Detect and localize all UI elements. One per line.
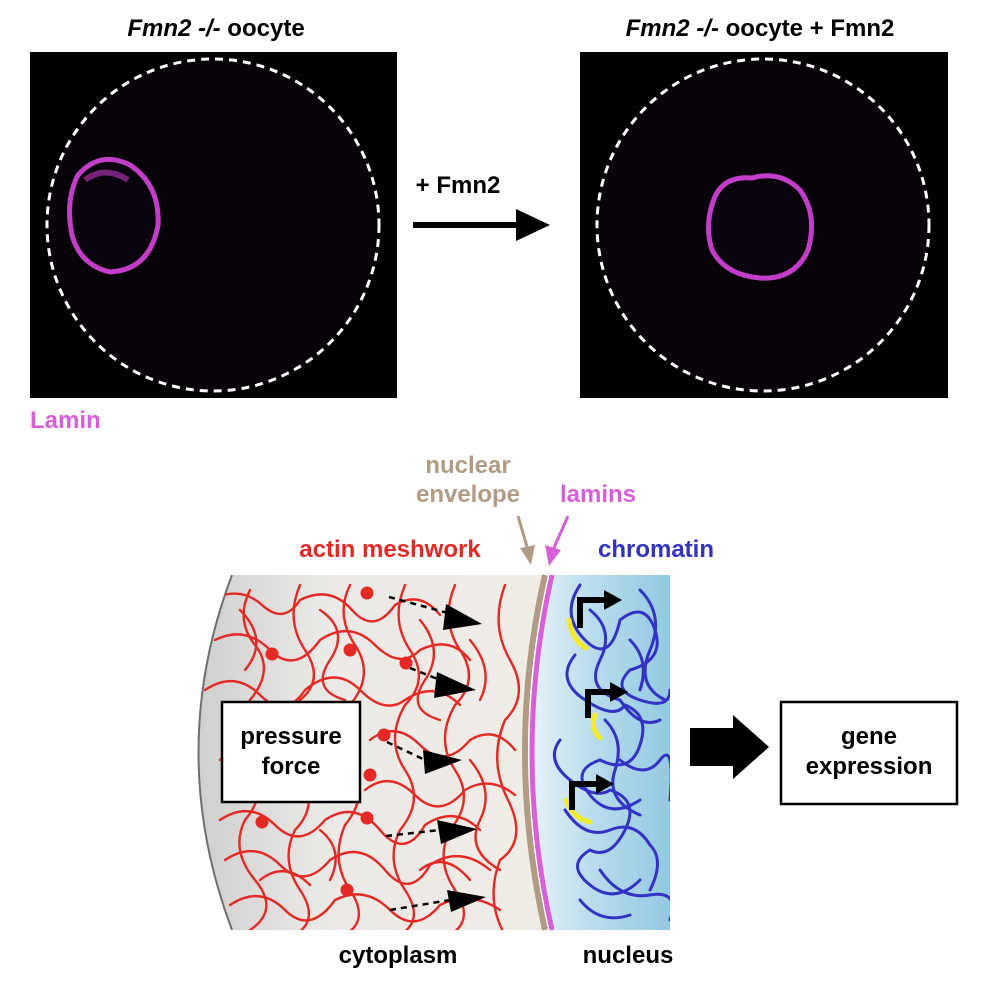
right-oocyte-outline	[595, 57, 931, 393]
treatment-arrow: + Fmn2	[413, 172, 550, 241]
nucleus-region	[522, 574, 670, 931]
right-panel: Fmn2 -/- oocyte + Fmn2	[580, 15, 948, 398]
cytoplasm-background	[198, 575, 545, 930]
left-panel: Fmn2 -/- oocyte Lamin	[30, 15, 397, 434]
left-nucleus-lamin	[67, 156, 161, 275]
nucleus-label: nucleus	[583, 942, 674, 969]
lamin-stain-label: Lamin	[30, 407, 101, 434]
actin-meshwork-label: actin meshwork	[299, 536, 481, 563]
lamins-pointer	[545, 515, 570, 566]
treatment-label: + Fmn2	[416, 172, 501, 199]
actin-nodes	[255, 586, 413, 897]
envelope-pointer	[516, 515, 535, 565]
chromatin-label: chromatin	[598, 536, 714, 563]
right-panel-title: Fmn2 -/- oocyte + Fmn2	[626, 15, 895, 42]
promoter-segments	[563, 617, 603, 825]
lamins-label: lamins	[560, 481, 636, 508]
transcription-arrows	[569, 590, 628, 810]
left-panel-title: Fmn2 -/- oocyte	[127, 15, 304, 42]
force-arrows	[385, 595, 486, 912]
nuclear-envelope	[522, 574, 548, 931]
cytoplasm-label: cytoplasm	[339, 942, 458, 969]
nuclear-lamina	[529, 574, 555, 931]
output-arrow	[690, 715, 769, 779]
nucleus-background	[532, 575, 670, 930]
cell-membrane	[197, 574, 233, 931]
right-nucleus-lamin	[706, 173, 815, 281]
left-oocyte-outline	[45, 57, 381, 393]
